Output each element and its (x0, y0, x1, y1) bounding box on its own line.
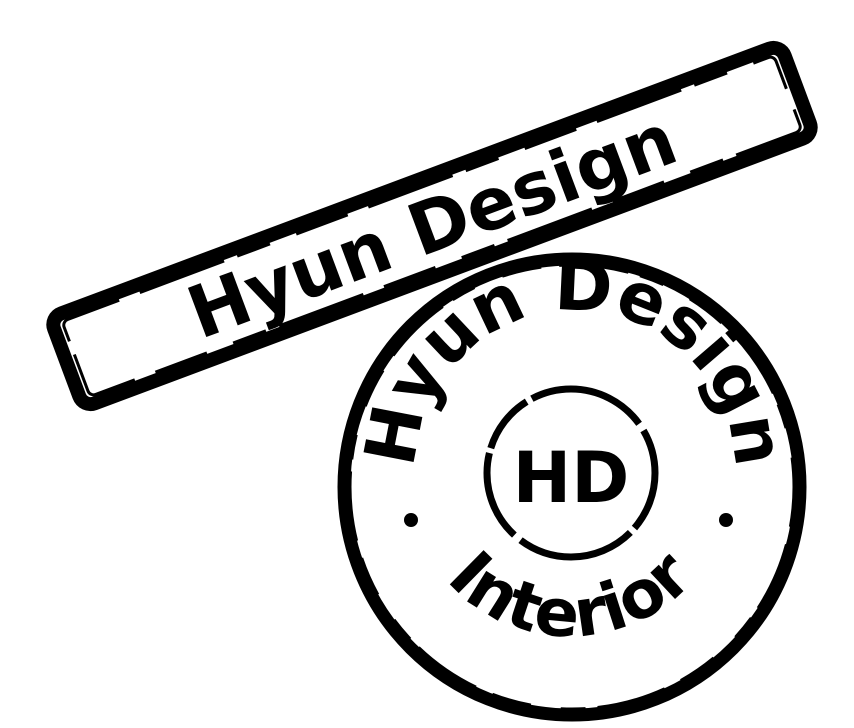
seal-outer-ring-rough-edge (348, 263, 796, 711)
circular-seal: Hyun Design Interior HD (337, 244, 807, 722)
seal-monogram: HD (513, 437, 630, 519)
seal-right-dot (719, 513, 733, 527)
seal-left-dot (404, 513, 418, 527)
banner-frame-rough-edge (62, 55, 802, 397)
seal-inner-ring (483, 385, 659, 561)
banner-frame (46, 40, 818, 412)
seal-outer-ring (337, 252, 807, 722)
